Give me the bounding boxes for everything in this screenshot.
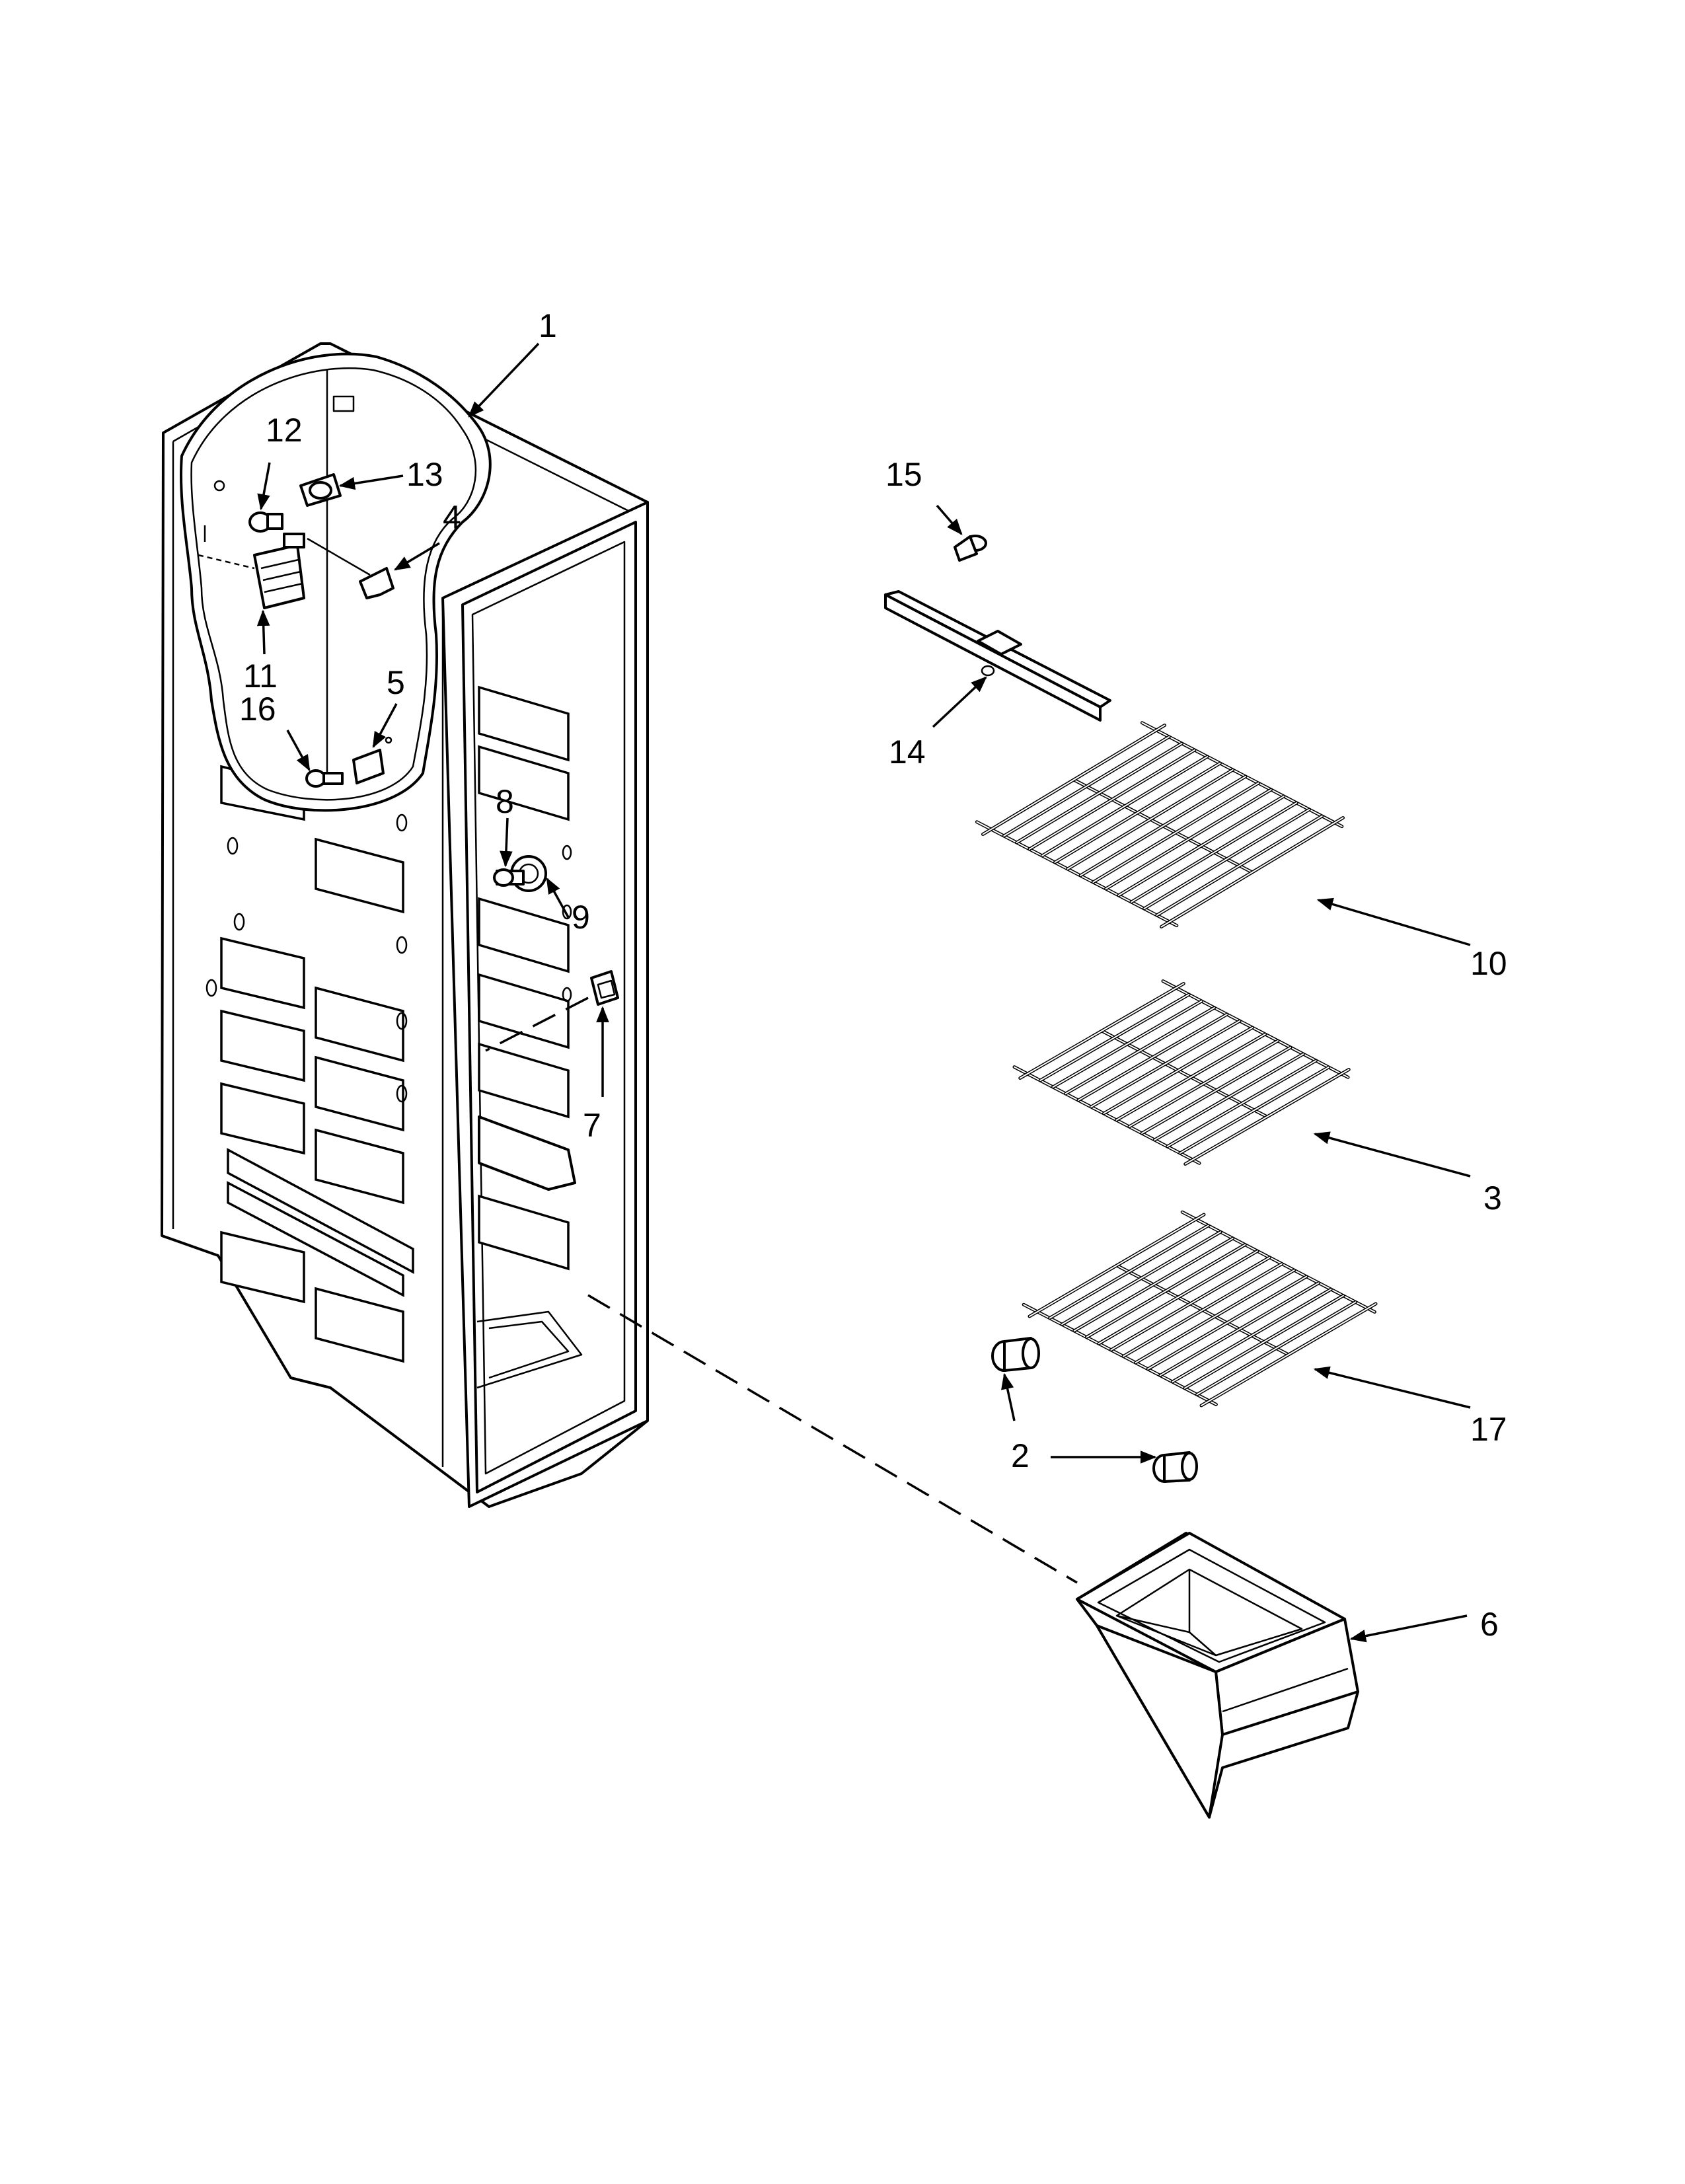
callout-2: 2 xyxy=(1011,1437,1030,1474)
freezer-bin-part-6 xyxy=(1076,1532,1359,1819)
shelf-wire-highlight xyxy=(1061,1231,1222,1326)
light-housing-part-11 xyxy=(198,533,305,609)
shelf-wire-highlight xyxy=(1135,1269,1295,1364)
callout-3: 3 xyxy=(1483,1180,1502,1217)
shelf-wire-highlight xyxy=(1090,1020,1241,1108)
shelf-wire-highlight xyxy=(1098,1250,1258,1345)
shelf-side-rail-highlight xyxy=(1184,1069,1350,1165)
shelf-wire-highlight xyxy=(1115,1034,1266,1121)
shelf-wire-highlight xyxy=(1039,994,1190,1081)
shelf-wire-highlight xyxy=(1147,1275,1308,1370)
assembly-dashed-line xyxy=(587,1294,1078,1584)
liner-slots-left xyxy=(220,765,414,1363)
shelf-wire-highlight xyxy=(1166,1060,1317,1147)
shelf-wire-highlight xyxy=(1105,789,1272,889)
liner-slots-right xyxy=(478,685,576,1271)
leader-lines xyxy=(256,342,1471,1643)
callout-11: 11 xyxy=(243,658,278,695)
callout-1: 1 xyxy=(539,307,557,344)
shelf-side-rail-highlight xyxy=(1201,1303,1376,1406)
shelf-side-rail-highlight xyxy=(1019,983,1185,1079)
shelf-wire-highlight xyxy=(1067,769,1234,870)
callout-5: 5 xyxy=(387,664,405,701)
shelf-wire-highlight xyxy=(1086,1244,1246,1338)
shelf-wire-highlight xyxy=(1041,756,1209,856)
light-bulb-part-12 xyxy=(248,511,283,533)
callout-10: 10 xyxy=(1470,945,1507,982)
shelf-wire-highlight xyxy=(1003,736,1170,837)
callout-14: 14 xyxy=(889,734,926,771)
callout-15: 15 xyxy=(885,456,922,493)
shelf-middle-bar-highlight xyxy=(1101,1030,1268,1117)
shelf-wire-highlight xyxy=(1183,1295,1344,1389)
shelf-back-bar-highlight xyxy=(1181,1211,1376,1313)
clip-part-4 xyxy=(307,537,394,599)
shelf-wire-highlight xyxy=(1028,749,1195,850)
shelf-side-rail-highlight xyxy=(1029,1214,1205,1317)
shelf-wire-highlight xyxy=(1131,802,1298,903)
screw-part-16 xyxy=(305,769,344,788)
shelf-wire-highlight xyxy=(1016,743,1183,843)
callout-12: 12 xyxy=(266,412,303,449)
shelf-wire-highlight xyxy=(1054,763,1221,863)
shelf-wire-highlight xyxy=(1077,1014,1228,1101)
callout-4: 4 xyxy=(443,499,461,536)
shelf-wire-highlight xyxy=(1103,1027,1254,1114)
callout-17: 17 xyxy=(1470,1411,1507,1448)
callout-labels: 1 2 3 4 5 6 7 8 9 10 11 12 13 14 15 16 1… xyxy=(239,307,1507,1643)
callout-6: 6 xyxy=(1480,1606,1499,1643)
shelf-wire-highlight xyxy=(1128,1040,1279,1127)
wire-shelf-part-3 xyxy=(1012,979,1351,1166)
liner-holes xyxy=(206,813,572,1103)
shelf-wire-highlight xyxy=(1073,1237,1234,1332)
light-socket-part-13 xyxy=(299,473,342,507)
shelf-wire-highlight xyxy=(1141,1047,1292,1134)
shelf-wire-highlight xyxy=(1117,796,1285,896)
shelf-wire-highlight xyxy=(1154,1053,1304,1141)
bracket-part-5 xyxy=(352,736,393,784)
shelf-wire-highlight xyxy=(1172,1289,1332,1383)
shelf-wire-highlight xyxy=(1156,815,1323,916)
callout-13: 13 xyxy=(406,456,443,493)
shelf-wire-highlight xyxy=(1110,1256,1271,1351)
shelf-wire-highlight xyxy=(1052,1000,1203,1088)
screw-part-15 xyxy=(954,535,987,562)
knob-part-8-9 xyxy=(493,855,547,892)
callout-8: 8 xyxy=(496,783,514,820)
switch-part-7 xyxy=(485,970,619,1052)
callout-9: 9 xyxy=(572,899,590,936)
shelf-back-bar-highlight xyxy=(1141,722,1343,827)
wire-shelf-part-10 xyxy=(975,721,1345,928)
shelf-side-rail-highlight xyxy=(982,724,1166,835)
shelf-wire-highlight xyxy=(1179,1067,1329,1154)
shelf-bracket-part-14 xyxy=(884,590,1111,722)
shelf-wire-highlight xyxy=(1159,1282,1320,1376)
shelf-wire-highlight xyxy=(1049,1224,1209,1319)
shelf-side-rail-highlight xyxy=(1160,817,1344,928)
shelf-wire-highlight xyxy=(1092,782,1259,883)
shelf-end-cap-part-2 xyxy=(991,1337,1198,1483)
shelf-wire-highlight xyxy=(1065,1007,1215,1094)
shelf-wire-highlight xyxy=(1123,1263,1283,1357)
callout-7: 7 xyxy=(583,1107,601,1144)
shelf-wire-highlight xyxy=(1196,1301,1357,1396)
control-cutaway xyxy=(179,352,619,1052)
wire-shelf-part-17 xyxy=(1022,1210,1378,1408)
shelf-wire-highlight xyxy=(1143,809,1310,909)
shelf-wire-highlight xyxy=(1080,776,1246,876)
callout-16: 16 xyxy=(239,691,276,728)
